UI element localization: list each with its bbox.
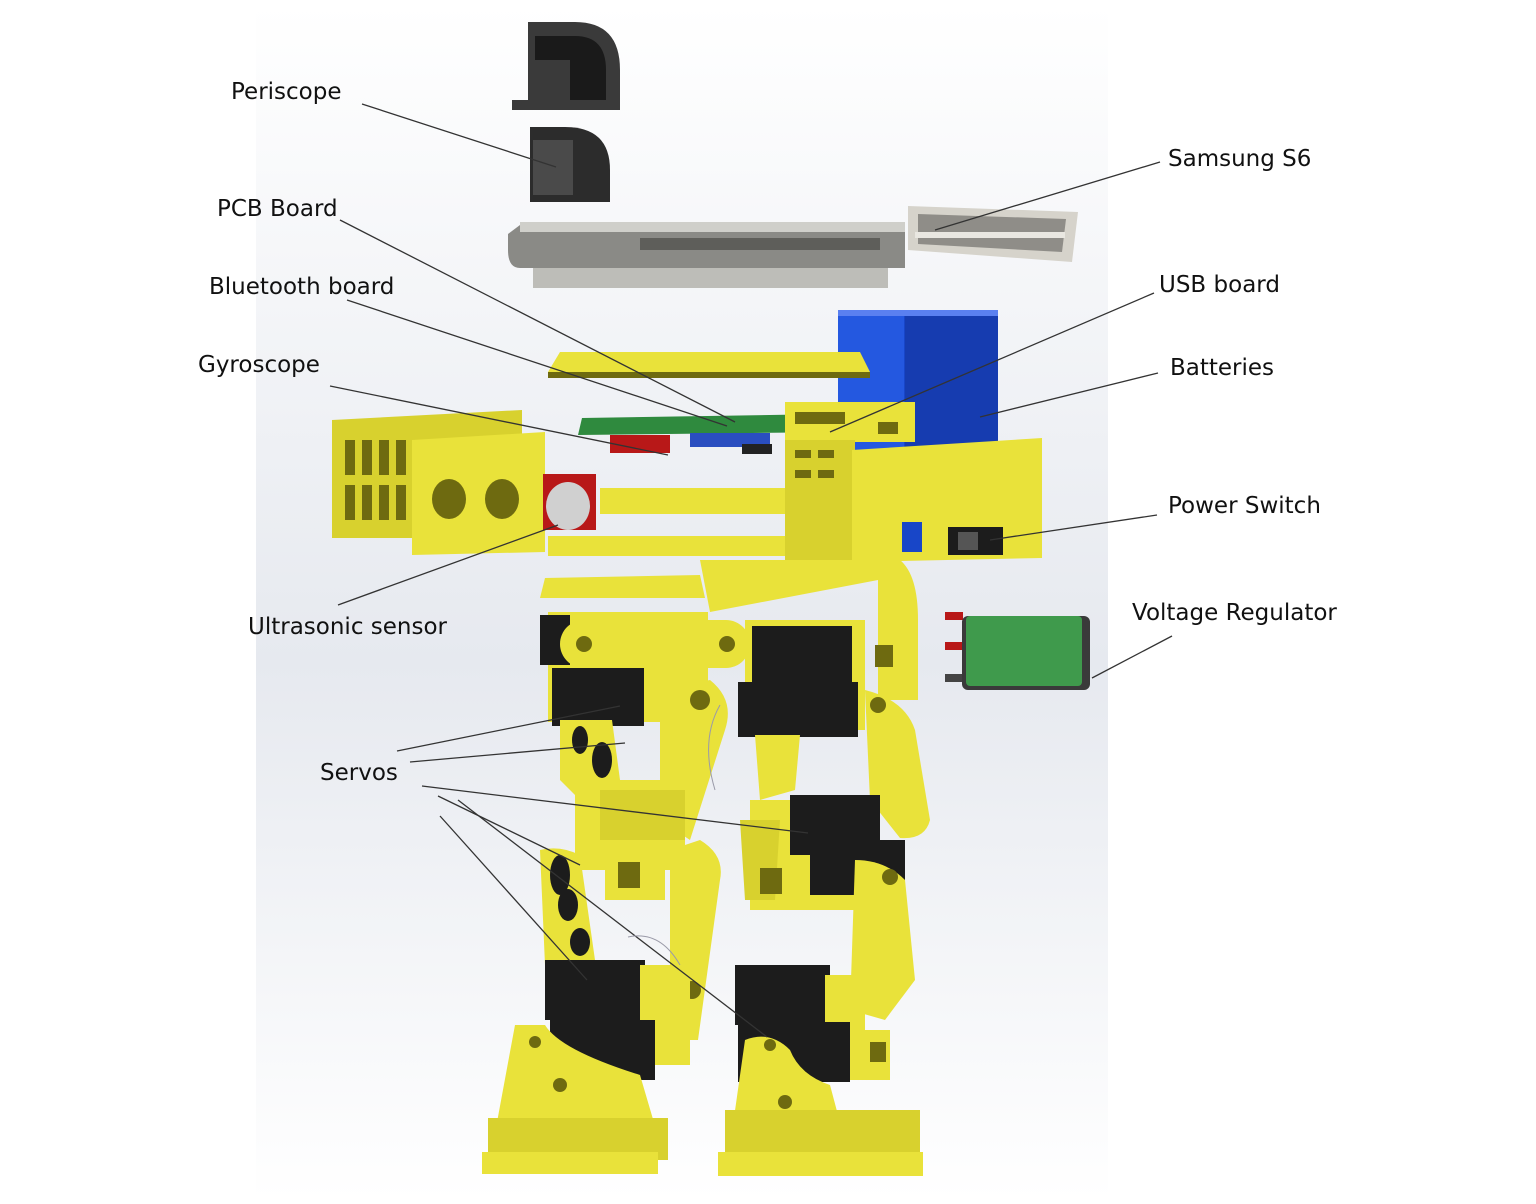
left-leg-part <box>482 680 728 1174</box>
phone-holder-part <box>508 206 1078 288</box>
head-front-part <box>332 410 596 555</box>
torso-box-part <box>548 438 1042 565</box>
angle-annotation <box>627 704 721 966</box>
label-batteries: Batteries <box>1170 355 1275 381</box>
leader-lines <box>329 103 1173 1038</box>
label-voltage-regulator: Voltage Regulator <box>1132 600 1337 626</box>
label-gyroscope: Gyroscope <box>198 352 320 378</box>
periscope-part <box>512 22 620 202</box>
voltage-regulator-part <box>945 612 1090 690</box>
label-ultrasonic-sensor: Ultrasonic sensor <box>248 614 447 640</box>
label-pcb-board: PCB Board <box>217 196 338 222</box>
top-plate-part <box>548 352 870 378</box>
label-samsung-s6: Samsung S6 <box>1168 146 1312 172</box>
right-leg-part <box>718 690 930 1176</box>
label-usb-board: USB board <box>1159 272 1280 298</box>
electronics-part <box>578 402 915 454</box>
label-servos: Servos <box>320 760 398 786</box>
label-periscope: Periscope <box>231 79 342 105</box>
label-bluetooth-board: Bluetooth board <box>209 274 395 300</box>
label-power-switch: Power Switch <box>1168 493 1321 519</box>
